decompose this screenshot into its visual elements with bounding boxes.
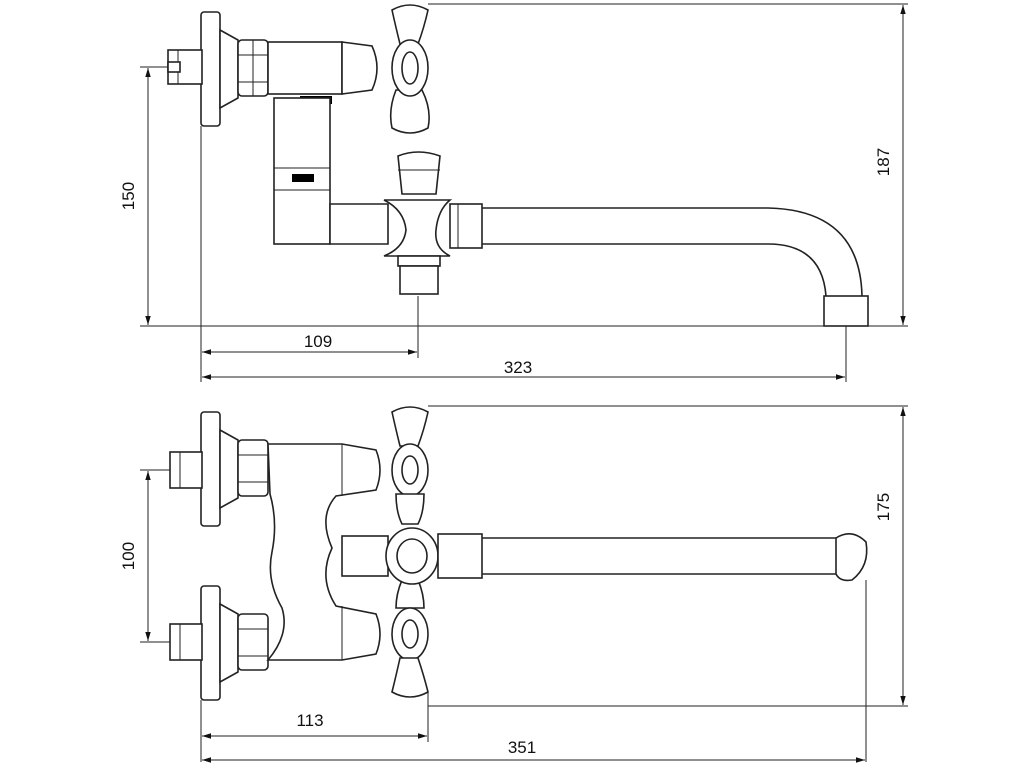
dim-150-label: 150 (119, 182, 138, 210)
dimension-lines-top (140, 405, 908, 763)
upper-hex-nut (237, 439, 269, 497)
diverter-body (383, 199, 483, 257)
dim-351-label: 351 (508, 738, 536, 757)
dim-187-label: 187 (874, 148, 893, 176)
dim-109-label: 109 (304, 332, 332, 351)
mixer-body (266, 443, 381, 661)
lower-cross-handle-icon (391, 579, 429, 698)
valve-body (267, 41, 378, 104)
cross-handle-icon (389, 4, 430, 134)
dim-323-label: 323 (504, 358, 532, 377)
side-view: 109 323 150 187 (119, 3, 908, 382)
outlet-nipple (397, 255, 441, 295)
mixer-tower (273, 97, 389, 245)
spout-top (482, 533, 868, 582)
wall-flange (200, 11, 239, 127)
spout (482, 207, 869, 327)
upper-wall-flange (169, 411, 239, 527)
upper-cross-handle-icon (391, 406, 429, 525)
dimension-lines-side (140, 3, 908, 382)
top-view: 100 113 351 175 (119, 405, 908, 763)
diverter-ring-icon (341, 527, 483, 585)
dim-113-label: 113 (296, 711, 323, 730)
hex-nut (237, 39, 269, 97)
dim-100-label: 100 (119, 542, 138, 570)
dim-175-label: 175 (874, 493, 893, 521)
diverter-knob-icon (397, 151, 441, 195)
inlet-pipe (167, 49, 203, 85)
lower-hex-nut (237, 613, 269, 671)
lower-wall-flange (169, 585, 239, 701)
